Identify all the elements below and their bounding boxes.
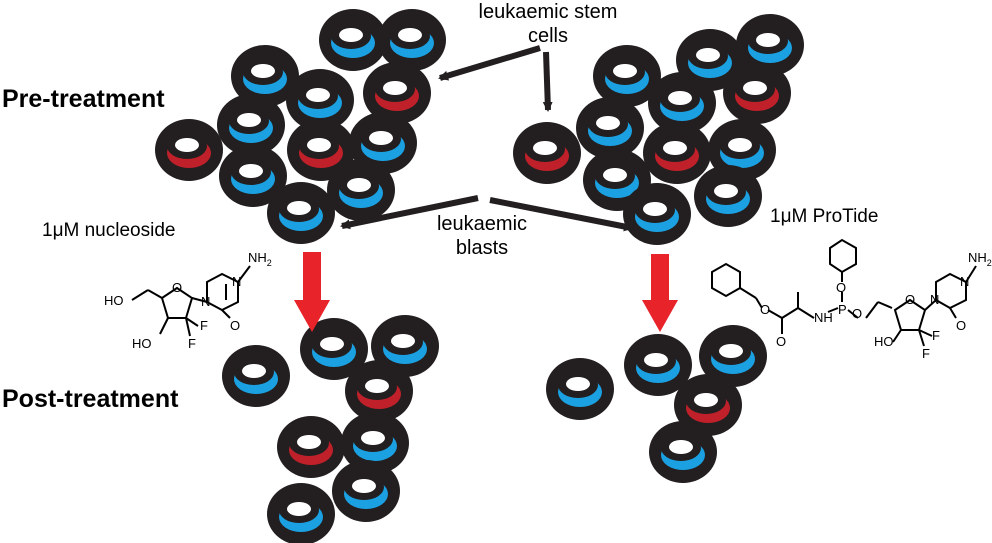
blast-cell — [699, 325, 767, 387]
stem-cell — [277, 416, 345, 478]
n-atom: N — [232, 274, 241, 289]
stem-cell — [363, 62, 431, 124]
blasts-label-line1: leukaemic — [437, 213, 527, 235]
blast-cell — [217, 94, 285, 156]
blast-cell — [378, 9, 446, 71]
blast-cell — [319, 9, 387, 71]
stem-cell — [674, 374, 742, 436]
blast-cell — [300, 318, 368, 380]
blast-cell — [349, 112, 417, 174]
stem-cell — [155, 119, 223, 181]
treatment-arrow-right — [642, 254, 678, 332]
arrow-blast-to-right — [489, 197, 634, 232]
stem-cell — [723, 62, 791, 124]
nucleoside-structure — [131, 265, 251, 337]
post-treatment-left-cells — [222, 315, 439, 543]
protide-ho-label: HO — [874, 334, 894, 349]
stem-cells-label-line1: leukaemic stem — [479, 1, 618, 23]
arrow-stem-to-right — [542, 51, 553, 112]
post-treatment-right-cells — [546, 325, 767, 483]
protide-o-atom: O — [956, 318, 966, 333]
protide-n1-atom: N — [930, 292, 939, 307]
arrow-stem-to-left — [438, 45, 541, 81]
treatment-arrow-left — [294, 252, 330, 332]
blast-cell — [624, 334, 692, 396]
protide-phenoxy-o: O — [836, 280, 846, 295]
ho-5-label: HO — [104, 293, 124, 308]
protide-ring-o: O — [905, 292, 915, 307]
protide-atom-labels: NH2 N N O O HO F F O P O NH O O — [760, 250, 992, 361]
stem-cells-label-line2: cells — [528, 25, 568, 47]
pre-treatment-left-cells — [155, 9, 446, 244]
nucleoside-label: 1μM nucleoside — [42, 220, 175, 241]
protide-nh2-label: NH2 — [968, 250, 992, 268]
blast-cell — [708, 119, 776, 181]
nucleoside-atom-labels: NH2 N N O O HO HO F F — [104, 250, 272, 351]
blast-cell — [327, 159, 395, 221]
blast-cell — [649, 421, 717, 483]
protide-f2-label: F — [922, 346, 930, 361]
protide-p-atom: P — [838, 302, 847, 317]
blast-cell — [694, 165, 762, 227]
blast-cell — [219, 145, 287, 207]
blast-cell — [332, 460, 400, 522]
blast-cell — [267, 182, 335, 244]
blast-cell — [576, 97, 644, 159]
pre-treatment-right-cells — [513, 14, 804, 245]
stem-cell — [287, 119, 355, 181]
protide-ester-o: O — [760, 302, 770, 317]
post-treatment-label: Post-treatment — [2, 385, 179, 413]
blast-cell — [286, 69, 354, 131]
protide-po-o: O — [852, 306, 862, 321]
blasts-label-line2: blasts — [456, 237, 508, 259]
blast-cell — [267, 483, 335, 543]
protide-n-atom: N — [960, 274, 969, 289]
arrow-blast-to-left — [340, 195, 479, 230]
ring-o-atom: O — [172, 280, 182, 295]
f1-label: F — [200, 318, 208, 333]
n1-atom: N — [201, 294, 210, 309]
protide-nh-label: NH — [814, 310, 833, 325]
pointer-arrows — [340, 45, 634, 232]
stem-cell — [513, 122, 581, 184]
stem-cell — [345, 360, 413, 422]
nh2-label: NH2 — [248, 250, 272, 268]
blast-cell — [231, 45, 299, 107]
protide-f1-label: F — [932, 328, 940, 343]
blast-cell — [341, 412, 409, 474]
protide-carbonyl-o: O — [776, 334, 786, 349]
blast-cell — [648, 72, 716, 134]
blast-cell — [222, 345, 290, 407]
f2-label: F — [188, 336, 196, 351]
protide-label: 1μM ProTide — [770, 206, 878, 227]
o-atom: O — [230, 318, 240, 333]
blast-cell — [736, 14, 804, 76]
blast-cell — [593, 45, 661, 107]
ho-3-label: HO — [132, 336, 152, 351]
blast-cell — [546, 358, 614, 420]
blast-cell — [623, 183, 691, 245]
protide-structure — [711, 238, 977, 347]
pre-treatment-label: Pre-treatment — [2, 85, 165, 113]
stem-cell — [643, 122, 711, 184]
